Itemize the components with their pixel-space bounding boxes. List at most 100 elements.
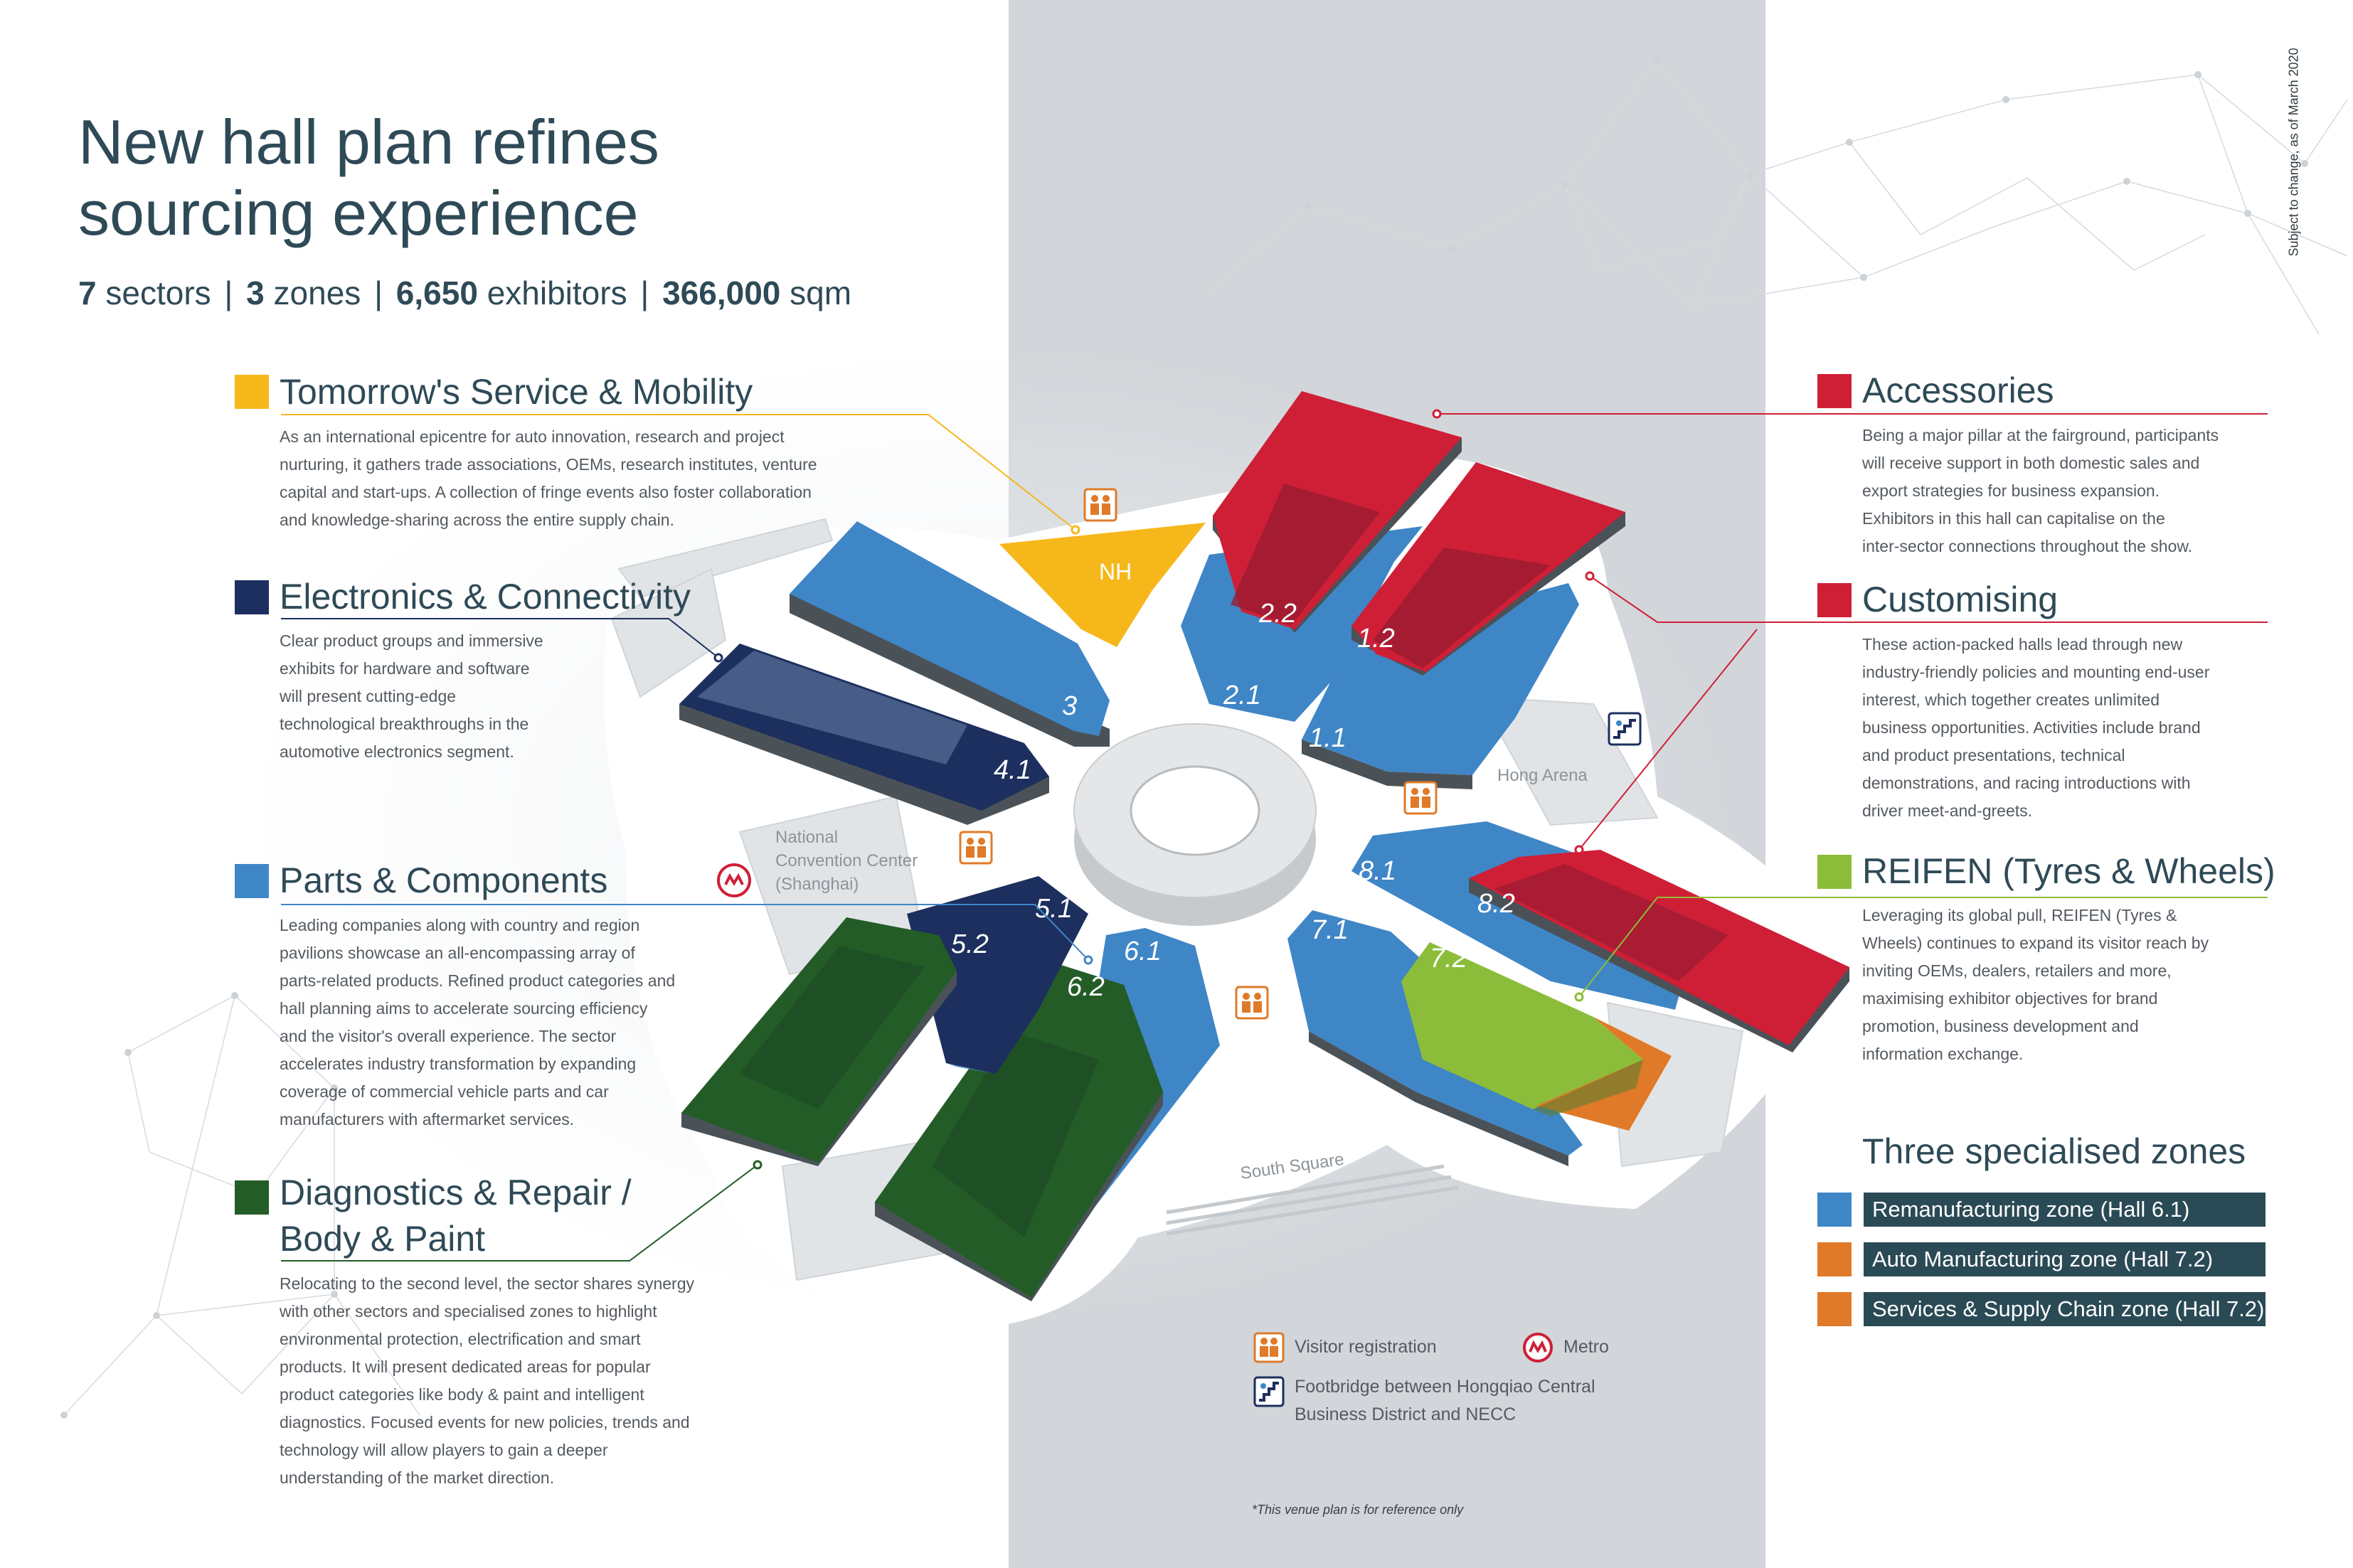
hall-6-2: 6.2 (875, 960, 1163, 1301)
south-square-steps (1166, 1164, 1459, 1236)
stat-separator: | (224, 274, 233, 311)
body-line: These action-packed halls lead through n… (1862, 635, 2183, 654)
body-line: Being a major pillar at the fairground, … (1862, 426, 2219, 444)
body-line: interest, which together creates unlimit… (1862, 690, 2160, 709)
body-line: promotion, business development and (1862, 1017, 2139, 1035)
hall-8-2-label: 8.2 (1477, 889, 1515, 919)
hall-1-1: 1.1 (1302, 583, 1579, 789)
hall-nh-label: NH (1099, 559, 1132, 585)
visitor-registration-icon (959, 831, 993, 865)
zones-title: Three specialised zones (1862, 1131, 2246, 1171)
page-title-line-2: sourcing experience (78, 178, 639, 248)
body-line: industry-friendly policies and mounting … (1862, 663, 2210, 681)
sector-body-parts: Leading companies along with country and… (280, 912, 675, 1134)
legend-footbridge-line-2: Business District and NECC (1295, 1404, 1517, 1424)
sector-title-tomorrow: Tomorrow's Service & Mobility (280, 372, 753, 412)
sector-swatch-accessories (1817, 374, 1852, 408)
zone-label-services-supply-chain: Services & Supply Chain zone (Hall 7.2) (1864, 1292, 2266, 1326)
national-convention-center-label: National (775, 828, 838, 847)
stat-exhibitors-number: 6,650 (395, 274, 478, 311)
stats-line: 7 sectors | 3 zones | 6,650 exhibitors |… (78, 274, 851, 312)
body-line: Relocating to the second level, the sect… (280, 1274, 694, 1293)
side-note: Subject to change, as of March 2020 (2286, 48, 2301, 257)
hall-3: 3 (790, 521, 1110, 747)
stat-sectors-number: 7 (78, 274, 97, 311)
body-line: and the visitor's overall experience. Th… (280, 1027, 617, 1045)
hall-1-2: 1.2 (1351, 462, 1625, 676)
sector-swatch-diagnostics (235, 1180, 269, 1215)
connector-dots (713, 409, 1595, 1170)
body-line: environmental protection, electrificatio… (280, 1330, 641, 1348)
body-line: Leading companies along with country and… (280, 916, 640, 934)
stat-sectors-label: sectors (105, 274, 211, 311)
hall-5-2-label: 5.2 (951, 929, 989, 959)
metro-icon (1523, 1333, 1553, 1362)
hall-7-2: 7.2 (1401, 942, 1672, 1131)
hall-4-1: 4.1 (679, 644, 1049, 825)
body-line: accelerates industry transformation by e… (280, 1055, 637, 1073)
body-line: demonstrations, and racing introductions… (1862, 774, 2191, 792)
hall-8-2: 8.2 (1469, 850, 1849, 1052)
body-line: products. It will present dedicated area… (280, 1358, 651, 1376)
zone-swatch-services-supply-chain (1817, 1292, 1852, 1326)
hall-1-1-label: 1.1 (1309, 723, 1347, 753)
sector-swatch-tomorrow (235, 375, 269, 409)
zone-swatch-auto-manufacturing (1817, 1242, 1852, 1276)
body-line: Wheels) continues to expand its visitor … (1862, 934, 2209, 952)
disclaimer: *This venue plan is for reference only (1252, 1503, 1464, 1517)
body-line: maximising exhibitor objectives for bran… (1862, 989, 2158, 1008)
sector-body-electronics: Clear product groups and immersive exhib… (280, 627, 543, 766)
sector-title-reifen: REIFEN (Tyres & Wheels) (1862, 851, 2275, 891)
hall-5-1: 5.1 (907, 876, 1088, 1074)
hall-2-1-label: 2.1 (1223, 681, 1261, 710)
national-convention-center-label-2: Convention Center (775, 851, 918, 870)
body-line: exhibits for hardware and software (280, 659, 530, 678)
body-line: will present cutting-edge (280, 687, 457, 705)
sector-body-accessories: Being a major pillar at the fairground, … (1862, 422, 2219, 560)
body-line: automotive electronics segment. (280, 742, 514, 761)
body-line: diagnostics. Focused events for new poli… (280, 1413, 690, 1431)
stat-separator: | (640, 274, 649, 311)
hall-nh: NH (999, 523, 1206, 647)
body-line: parts-related products. Refined product … (280, 971, 676, 990)
hall-6-2-label: 6.2 (1067, 972, 1105, 1002)
body-line: export strategies for business expansion… (1862, 481, 2160, 500)
sector-swatch-reifen (1817, 855, 1852, 889)
connector-lines (281, 413, 2268, 1262)
footbridge-icon (1253, 1376, 1285, 1407)
body-line: technology will allow players to gain a … (280, 1441, 608, 1459)
body-line: and knowledge-sharing across the entire … (280, 511, 674, 529)
sector-body-tomorrow: As an international epicentre for auto i… (280, 423, 817, 534)
hong-arena-label: Hong Arena (1497, 766, 1588, 785)
central-ring (1073, 723, 1317, 926)
body-line: Leveraging its global pull, REIFEN (Tyre… (1862, 906, 2177, 924)
visitor-registration-icon (1083, 488, 1117, 522)
metro-icon (717, 863, 751, 897)
body-line: will receive support in both domestic sa… (1862, 454, 2200, 472)
stat-area-label: sqm (790, 274, 852, 311)
body-line: business opportunities. Activities inclu… (1862, 718, 2201, 737)
sector-body-customising: These action-packed halls lead through n… (1862, 631, 2209, 825)
page-title: New hall plan refines sourcing experienc… (78, 107, 932, 249)
sector-swatch-customising (1817, 583, 1852, 617)
visitor-registration-icon (1253, 1332, 1285, 1363)
body-line: and product presentations, technical (1862, 746, 2125, 764)
body-line: inter-sector connections throughout the … (1862, 537, 2193, 555)
sector-swatch-parts (235, 864, 269, 898)
zone-label-auto-manufacturing: Auto Manufacturing zone (Hall 7.2) (1864, 1242, 2266, 1276)
network-nodes (60, 57, 2308, 1419)
body-line: pavilions showcase an all-encompassing a… (280, 944, 635, 962)
legend-visitor-registration: Visitor registration (1295, 1337, 1437, 1357)
body-line: manufacturers with aftermarket services. (280, 1110, 575, 1129)
stat-area-number: 366,000 (662, 274, 781, 311)
body-line: coverage of commercial vehicle parts and… (280, 1082, 609, 1101)
hall-8-1-label: 8.1 (1359, 856, 1396, 886)
body-line: understanding of the market direction. (280, 1468, 555, 1487)
hall-5-1-label: 5.1 (1035, 894, 1073, 924)
body-line: Clear product groups and immersive (280, 631, 543, 650)
sector-title-parts: Parts & Components (280, 860, 608, 900)
hall-3-label: 3 (1062, 691, 1077, 721)
zone-swatch-remanufacturing (1817, 1193, 1852, 1227)
